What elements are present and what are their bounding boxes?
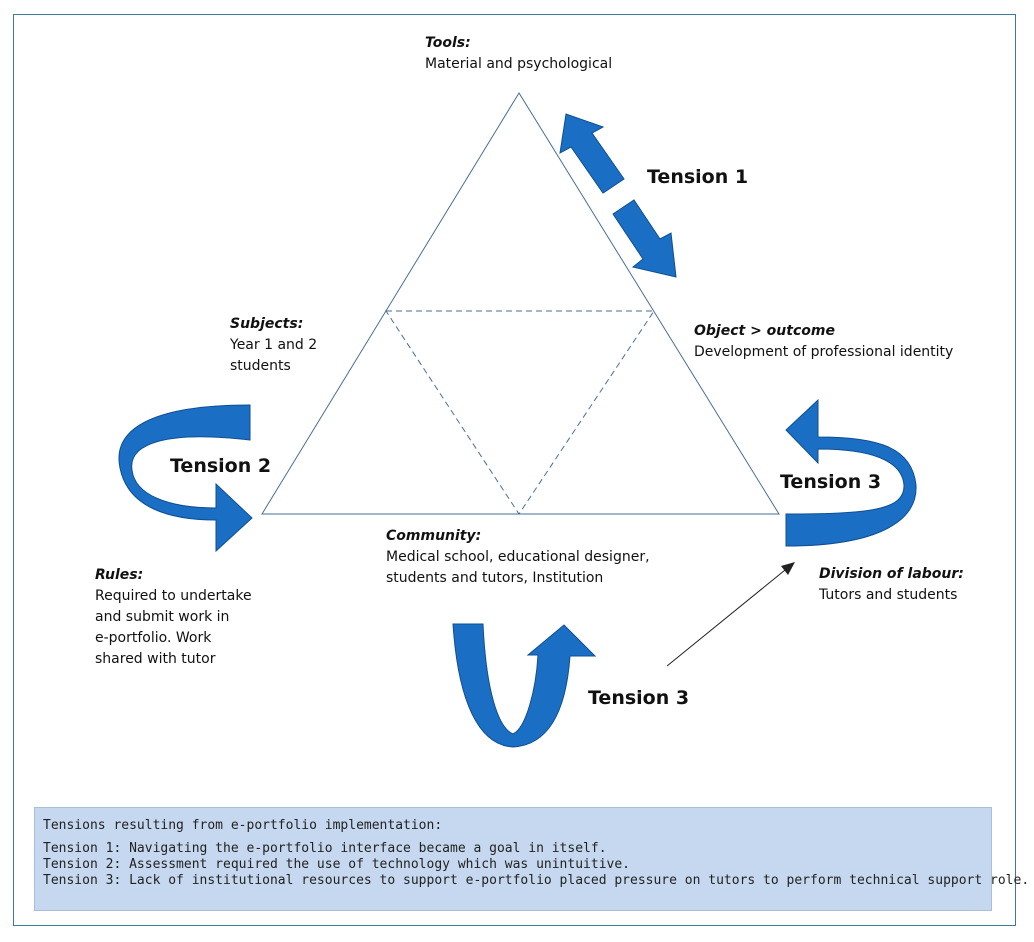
rules-heading: Rules: <box>95 567 144 583</box>
tools-label: Tools: Material and psychological <box>425 33 612 75</box>
tensions-legend: Tensions resulting from e-portfolio impl… <box>34 807 1030 911</box>
legend-line-tension1: Tension 1: Navigating the e-portfolio in… <box>43 841 607 856</box>
object-label: Object > outcome Development of professi… <box>694 321 953 363</box>
tension1-arrow-down <box>612 199 677 278</box>
tension3-bottom-label: Tension 3 <box>588 687 690 709</box>
community-heading: Community: <box>386 528 482 544</box>
object-heading: Object > outcome <box>694 323 835 339</box>
division-heading: Division of labour: <box>819 566 964 582</box>
tension3-right-label: Tension 3 <box>780 471 882 493</box>
division-pointer-arrowhead <box>781 562 795 575</box>
tools-heading: Tools: <box>425 35 471 51</box>
subjects-heading: Subjects: <box>230 316 304 332</box>
tension3-uturn-arrow <box>452 623 597 748</box>
tension3-circular-arrow <box>785 398 917 547</box>
inner-dashed-triangle <box>385 310 655 515</box>
object-text: Development of professional identity <box>694 344 954 360</box>
rules-text-line1: Required to undertake <box>95 588 252 604</box>
division-text: Tutors and students <box>819 587 958 603</box>
rules-label: Rules: Required to undertake and submit … <box>95 565 252 670</box>
activity-triangle <box>261 92 780 515</box>
tension2-circular-arrow <box>118 404 253 553</box>
legend-line-tension2: Tension 2: Assessment required the use o… <box>43 857 630 872</box>
diagram-frame <box>13 14 1016 926</box>
subjects-text-line1: Year 1 and 2 <box>230 337 318 353</box>
community-label: Community: Medical school, educational d… <box>386 526 650 589</box>
legend-title: Tensions resulting from e-portfolio impl… <box>43 818 443 833</box>
rules-text-line2: and submit work in <box>95 609 230 625</box>
division-pointer-line <box>666 565 791 667</box>
community-text-line1: Medical school, educational designer, <box>386 549 650 565</box>
tension1-label: Tension 1 <box>647 166 749 188</box>
rules-text-line4: shared with tutor <box>95 651 216 667</box>
rules-text-line3: e-portfolio. Work <box>95 630 212 646</box>
tension1-arrow-up <box>559 113 625 194</box>
division-label: Division of labour: Tutors and students <box>819 564 964 606</box>
tools-text: Material and psychological <box>425 56 613 72</box>
subjects-label: Subjects: Year 1 and 2 students <box>230 314 317 377</box>
community-text-line2: students and tutors, Institution <box>386 570 604 586</box>
subjects-text-line2: students <box>230 358 291 374</box>
legend-line-tension3: Tension 3: Lack of institutional resourc… <box>43 873 1030 888</box>
tension2-label: Tension 2 <box>170 455 272 477</box>
